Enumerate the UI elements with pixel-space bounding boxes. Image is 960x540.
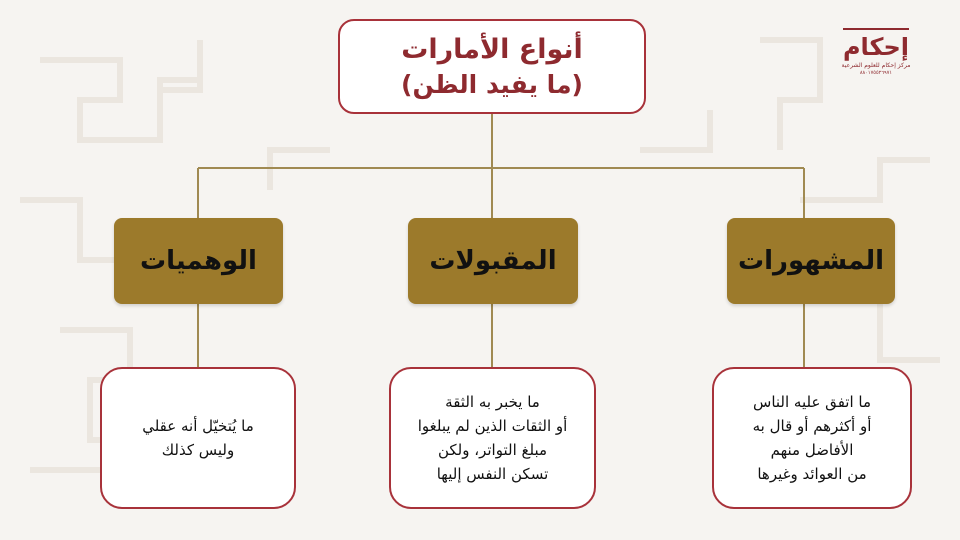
description-box-mashhurat: ما اتفق عليه الناس أو أكثرهم أو قال به ا… [712,367,912,509]
description-line: من العوائد وغيرها [757,465,867,483]
logo-wordmark: إحكام [842,28,910,62]
description-line: ما يخبر به الثقة [445,393,540,411]
description-line: ما يُتخيّل أنه عقلي [142,417,254,435]
logo-subtitle: مركز إحكام للعلوم الشرعية [841,62,911,69]
description-line: أو أكثرهم أو قال به [752,417,872,435]
diagram-title-box: أنواع الأمارات (ما يفيد الظن) [338,19,646,114]
ihkam-logo: إحكام مركز إحكام للعلوم الشرعية ٨٨٠١٧٥٥٢… [842,28,910,94]
description-line: الأفاضل منهم [770,441,854,459]
description-line: مبلغ التواتر، ولكن [437,441,548,459]
description-line: وليس كذلك [161,441,235,459]
diagram-title: أنواع الأمارات [401,33,583,65]
description-line: أو الثقات الذين لم يبلغوا [417,417,568,435]
description-box-wahmiyyat: ما يُتخيّل أنه عقلي وليس كذلك [100,367,296,509]
category-box-mashhurat: المشهورات [727,218,895,304]
diagram-subtitle: (ما يفيد الظن) [401,69,583,99]
description-line: تسكن النفس إليها [436,465,549,483]
category-box-wahmiyyat: الوهميات [114,218,283,304]
logo-number: ٨٨٠١٧٥٥٢٦٩٧١ [859,70,893,76]
description-box-maqbulat: ما يخبر به الثقة أو الثقات الذين لم يبلغ… [389,367,596,509]
category-box-maqbulat: المقبولات [408,218,578,304]
description-line: ما اتفق عليه الناس [753,393,871,411]
